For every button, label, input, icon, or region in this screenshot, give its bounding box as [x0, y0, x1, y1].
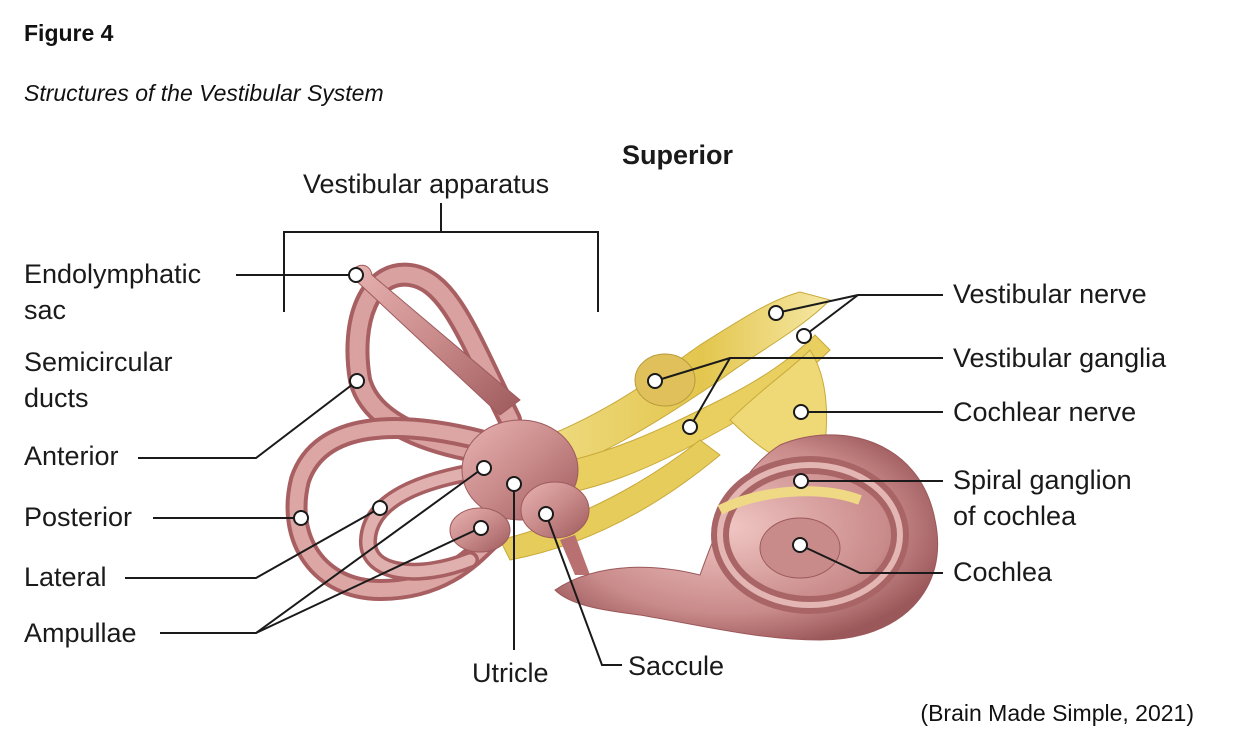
vestibular-apparatus-bracket [283, 203, 599, 312]
citation: (Brain Made Simple, 2021) [920, 700, 1194, 726]
vestibular-ganglia-label: Vestibular ganglia [953, 343, 1167, 373]
semicircular-label-line2: ducts [24, 383, 89, 413]
pointer-endolymphatic [348, 267, 364, 283]
pointer-vestibular-nerve-2 [796, 328, 812, 344]
figure-number: Figure 4 [24, 20, 114, 46]
posterior-label: Posterior [24, 502, 133, 532]
pointer-spiral-ganglion [793, 473, 809, 489]
pointer-lateral [372, 500, 388, 516]
pointer-dots [293, 267, 812, 553]
pointer-cochlear-nerve [793, 404, 809, 420]
pointer-ampulla-2 [473, 520, 489, 536]
cochlea-shape [554, 434, 939, 641]
pointer-cochlea [792, 537, 808, 553]
pointer-utricle [506, 476, 522, 492]
vestibule [449, 419, 590, 575]
semicircular-label-line1: Semicircular [24, 347, 173, 377]
lateral-label: Lateral [24, 562, 107, 592]
saccule-label: Saccule [628, 651, 725, 681]
pointer-anterior [349, 373, 365, 389]
pointer-vestibular-nerve-1 [768, 305, 784, 321]
vestibular-apparatus-label: Vestibular apparatus [303, 169, 550, 199]
figure-title: Structures of the Vestibular System [24, 80, 384, 106]
leader-lines [125, 274, 943, 666]
endolymphatic-label-line1: Endolymphatic [24, 259, 202, 289]
orientation-label: Superior [622, 140, 734, 170]
anterior-label: Anterior [24, 441, 119, 471]
cochlea-label: Cochlea [953, 557, 1053, 587]
pointer-vestibular-ganglia-1 [647, 373, 663, 389]
pointer-saccule [538, 506, 554, 522]
pointer-ampulla-1 [476, 460, 492, 476]
semicircular-ducts [285, 262, 522, 602]
pointer-posterior [293, 510, 309, 526]
endolymphatic-label-line2: sac [24, 295, 67, 325]
vestibular-nerve-label: Vestibular nerve [953, 279, 1147, 309]
pointer-vestibular-ganglia-2 [682, 419, 698, 435]
spiral-ganglion-label-line2: of cochlea [953, 501, 1077, 531]
cochlear-nerve-label: Cochlear nerve [953, 397, 1137, 427]
spiral-ganglion-label-line1: Spiral ganglion [953, 465, 1132, 495]
ampullae-label: Ampullae [24, 618, 137, 648]
utricle-label: Utricle [472, 658, 549, 688]
